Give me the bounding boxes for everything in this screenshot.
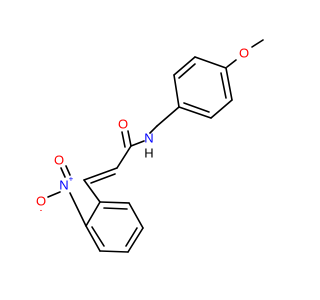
bond-ring1-c [173, 74, 180, 108]
atom-n-amide: N [144, 131, 153, 146]
bond-methyl-o [251, 39, 264, 48]
bond-ring2-b [85, 225, 101, 252]
bond-ring1-b [173, 56, 196, 76]
bond-ring-ch2 [156, 106, 180, 127]
bond-ring-nitro-n [69, 192, 87, 227]
bond-ring2-inner-1 [91, 226, 105, 247]
bond-ring1-e [210, 99, 233, 119]
bond-alkene-ring [83, 179, 101, 203]
bond-co-2 [121, 131, 126, 148]
bond-ring2-inner-2 [125, 227, 138, 247]
bond-o-ring [226, 59, 237, 68]
bond-ring1-inner-1 [178, 63, 196, 79]
bond-ring2-f [99, 201, 130, 204]
bond-ring2-e [128, 202, 144, 229]
bond-nitro-n-o-single [47, 191, 61, 198]
bond-ring1-inner-2 [183, 102, 210, 113]
bond-ring2-c [99, 250, 129, 253]
atom-n-nitro: N [59, 178, 68, 193]
bond-ring2-d [127, 227, 144, 253]
bond-ring1-f [225, 67, 233, 101]
bond-nitro-n-o-double-2 [65, 165, 71, 176]
bond-ring2-a [85, 201, 101, 227]
bond-n-carbonyl-c [130, 140, 145, 147]
structure-canvas: O N H O N + O - O [36, 39, 264, 253]
charge-plus: + [69, 175, 74, 184]
molecule-diagram: O N H O N + O - O [36, 39, 264, 253]
bond-ring1-inner-3 [220, 72, 227, 99]
atom-o-methoxy: O [239, 46, 249, 61]
bond-ch2-n [149, 125, 158, 134]
bond-ring1-d [178, 106, 212, 119]
bond-nitro-n-o-double-1 [60, 167, 66, 178]
bond-carbonyl-alkene [116, 145, 132, 169]
bond-ring2-inner-3 [103, 207, 128, 210]
bond-ring1-a [194, 56, 227, 69]
atom-o-nitro-single: O [36, 194, 46, 209]
atom-o-nitro-double: O [54, 153, 64, 168]
atom-o-carbonyl: O [118, 117, 128, 132]
atom-h-amide: H [144, 146, 153, 161]
bond-co-1 [127, 130, 132, 147]
charge-minus: - [40, 206, 43, 215]
bond-alkene-double [90, 173, 116, 184]
bond-alkene [83, 167, 118, 181]
